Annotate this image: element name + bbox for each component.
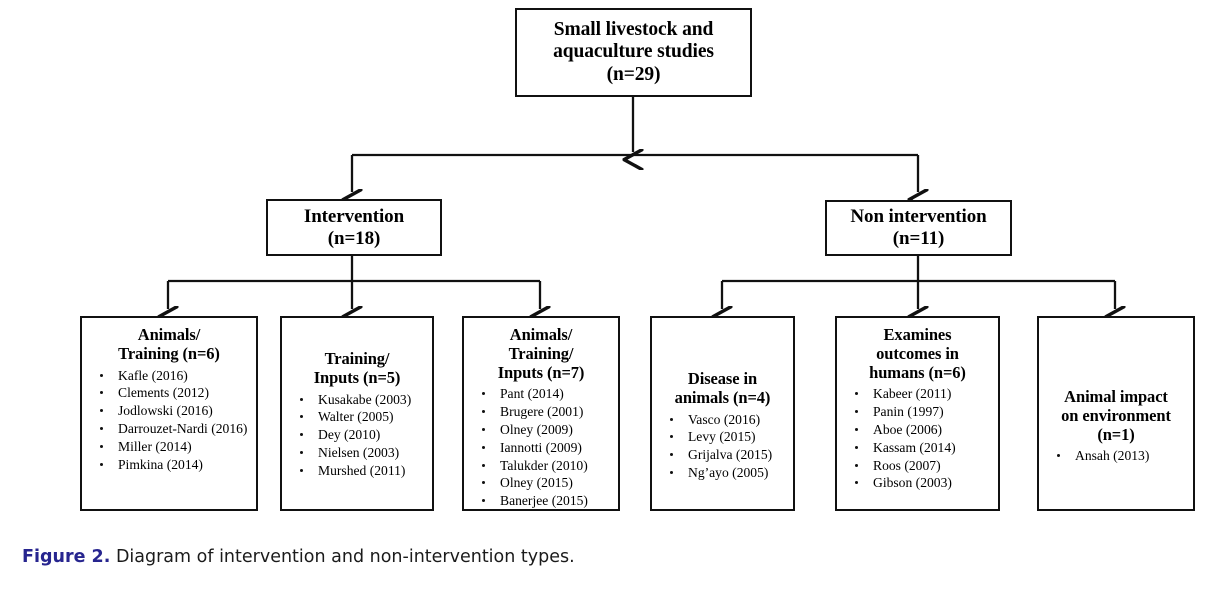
node-root-title-line1: Small livestock and xyxy=(553,19,714,41)
reference-list-outcomes-in-humans: Kabeer (2011) Panin (1997) Aboe (2006) K… xyxy=(841,385,994,492)
node-animals-training-title: Animals/ Training (n=6) xyxy=(86,325,252,364)
node-training-inputs-line2: Inputs (n=5) xyxy=(313,367,401,387)
list-item: Gibson (2003) xyxy=(851,474,992,492)
node-non-intervention: Non intervention (n=11) xyxy=(825,200,1012,256)
list-item: Nielsen (2003) xyxy=(296,444,426,462)
reference-list-animals-training: Kafle (2016) Clements (2012) Jodlowski (… xyxy=(86,367,252,474)
node-outcomes-line3: humans (n=6) xyxy=(869,362,966,382)
node-animals-training-inputs-line3: Inputs (n=7) xyxy=(497,362,585,382)
node-training-inputs: Training/ Inputs (n=5) Kusakabe (2003) W… xyxy=(280,316,434,511)
list-item: Roos (2007) xyxy=(851,457,992,475)
node-examines-outcomes-in-humans: Examines outcomes in humans (n=6) Kabeer… xyxy=(835,316,1000,511)
list-item: Kafle (2016) xyxy=(96,367,250,385)
node-animals-training-line1: Animals/ xyxy=(137,325,201,344)
node-intervention-title: Intervention (n=18) xyxy=(268,206,440,249)
node-training-inputs-line1: Training/ xyxy=(324,349,390,368)
node-animals-training-inputs-line2: Training/ xyxy=(508,343,574,363)
list-item: Kabeer (2011) xyxy=(851,385,992,403)
reference-list-disease-in-animals: Vasco (2016) Levy (2015) Grijalva (2015)… xyxy=(656,411,789,482)
node-animal-impact-on-environment-title: Animal impact on environment (n=1) xyxy=(1043,387,1189,444)
node-disease-in-animals-title: Disease in animals (n=4) xyxy=(656,369,789,408)
node-animals-training-line2: Training (n=6) xyxy=(118,343,220,363)
node-animals-training-inputs-line1: Animals/ xyxy=(509,325,573,344)
list-item: Miller (2014) xyxy=(96,438,250,456)
node-examines-outcomes-in-humans-title: Examines outcomes in humans (n=6) xyxy=(841,325,994,382)
list-item: Talukder (2010) xyxy=(478,457,612,475)
node-outcomes-line1: Examines xyxy=(883,325,952,344)
list-item: Jodlowski (2016) xyxy=(96,402,250,420)
list-item: Murshed (2011) xyxy=(296,462,426,480)
node-disease-in-animals: Disease in animals (n=4) Vasco (2016) Le… xyxy=(650,316,795,511)
list-item: Olney (2015) xyxy=(478,474,612,492)
node-non-intervention-count: (n=11) xyxy=(892,228,945,249)
list-item: Darrouzet-Nardi (2016) xyxy=(96,420,250,438)
node-root-count: (n=29) xyxy=(606,63,661,85)
list-item: Ng’ayo (2005) xyxy=(666,464,787,482)
list-item: Olney (2009) xyxy=(478,421,612,439)
list-item: Pant (2014) xyxy=(478,385,612,403)
node-intervention: Intervention (n=18) xyxy=(266,199,442,256)
list-item: Banerjee (2015) xyxy=(478,492,612,510)
list-item: Grijalva (2015) xyxy=(666,446,787,464)
node-animals-training: Animals/ Training (n=6) Kafle (2016) Cle… xyxy=(80,316,258,511)
node-animal-impact-line1: Animal impact xyxy=(1064,387,1168,406)
node-disease-in-animals-line2: animals (n=4) xyxy=(674,387,771,407)
node-animals-training-inputs: Animals/ Training/ Inputs (n=7) Pant (20… xyxy=(462,316,620,511)
node-animal-impact-line3: (n=1) xyxy=(1097,424,1135,444)
node-training-inputs-title: Training/ Inputs (n=5) xyxy=(286,349,428,388)
list-item: Dey (2010) xyxy=(296,426,426,444)
list-item: Pimkina (2014) xyxy=(96,456,250,474)
list-item: Levy (2015) xyxy=(666,428,787,446)
list-item: Panin (1997) xyxy=(851,403,992,421)
list-item: Clements (2012) xyxy=(96,384,250,402)
node-intervention-label: Intervention xyxy=(303,205,405,227)
list-item: Iannotti (2009) xyxy=(478,439,612,457)
node-root-small-livestock-aquaculture-studies: Small livestock and aquaculture studies … xyxy=(515,8,752,97)
node-non-intervention-label: Non intervention xyxy=(850,206,987,228)
list-item: Kusakabe (2003) xyxy=(296,391,426,409)
list-item: Vasco (2016) xyxy=(666,411,787,429)
figure-caption-text: Diagram of intervention and non-interven… xyxy=(115,547,575,567)
node-outcomes-line2: outcomes in xyxy=(876,343,959,363)
list-item: Brugere (2001) xyxy=(478,403,612,421)
node-root-title-line2: aquaculture studies xyxy=(553,41,714,63)
list-item: Walter (2005) xyxy=(296,408,426,426)
figure-caption-label: Figure 2. xyxy=(22,547,111,567)
list-item: Kassam (2014) xyxy=(851,439,992,457)
reference-list-animals-training-inputs: Pant (2014) Brugere (2001) Olney (2009) … xyxy=(468,385,614,510)
list-item: Ansah (2013) xyxy=(1053,447,1187,465)
list-item: Aboe (2006) xyxy=(851,421,992,439)
node-animal-impact-line2: on environment xyxy=(1061,405,1171,425)
node-disease-in-animals-line1: Disease in xyxy=(687,369,758,388)
reference-list-animal-impact-environment: Ansah (2013) xyxy=(1043,447,1189,465)
figure-caption: Figure 2. Diagram of intervention and no… xyxy=(22,546,1202,569)
node-intervention-count: (n=18) xyxy=(327,227,381,249)
reference-list-training-inputs: Kusakabe (2003) Walter (2005) Dey (2010)… xyxy=(286,391,428,480)
node-animals-training-inputs-title: Animals/ Training/ Inputs (n=7) xyxy=(468,325,614,382)
node-root-title: Small livestock and aquaculture studies … xyxy=(517,19,750,86)
node-non-intervention-title: Non intervention (n=11) xyxy=(827,206,1010,249)
node-animal-impact-on-environment: Animal impact on environment (n=1) Ansah… xyxy=(1037,316,1195,511)
